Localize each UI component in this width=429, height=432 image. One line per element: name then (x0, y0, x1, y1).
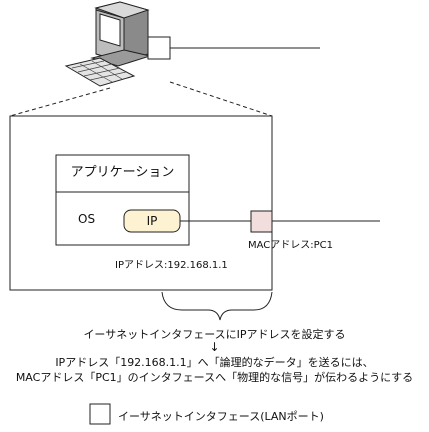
caption-line-1: イーサネットインタフェースにIPアドレスを設定する (83, 328, 346, 341)
computer-icon (64, 1, 152, 87)
ip-address-label: IPアドレス:192.168.1.1 (115, 260, 228, 271)
zoom-line-right (169, 81, 273, 117)
ip-label: IP (146, 214, 158, 228)
caption-line-3: MACアドレス「PC1」のインタフェースへ「物理的な信号」が伝わるようにする (15, 371, 414, 384)
caption-line-2: IPアドレス「192.168.1.1」へ「論理的なデータ」を送るには、 (55, 356, 374, 369)
down-arrow-icon: ↓ (209, 340, 220, 354)
legend-label: イーサネットインタフェース(LANポート) (118, 410, 324, 423)
zoom-line-left (9, 87, 111, 117)
application-label: アプリケーション (70, 165, 175, 180)
computer-port-box (147, 36, 171, 60)
lan-port (250, 210, 273, 233)
os-label: OS (78, 212, 96, 226)
brace-bracket (161, 291, 273, 321)
legend-port-swatch (89, 403, 111, 425)
mac-address-label: MACアドレス:PC1 (248, 240, 334, 251)
